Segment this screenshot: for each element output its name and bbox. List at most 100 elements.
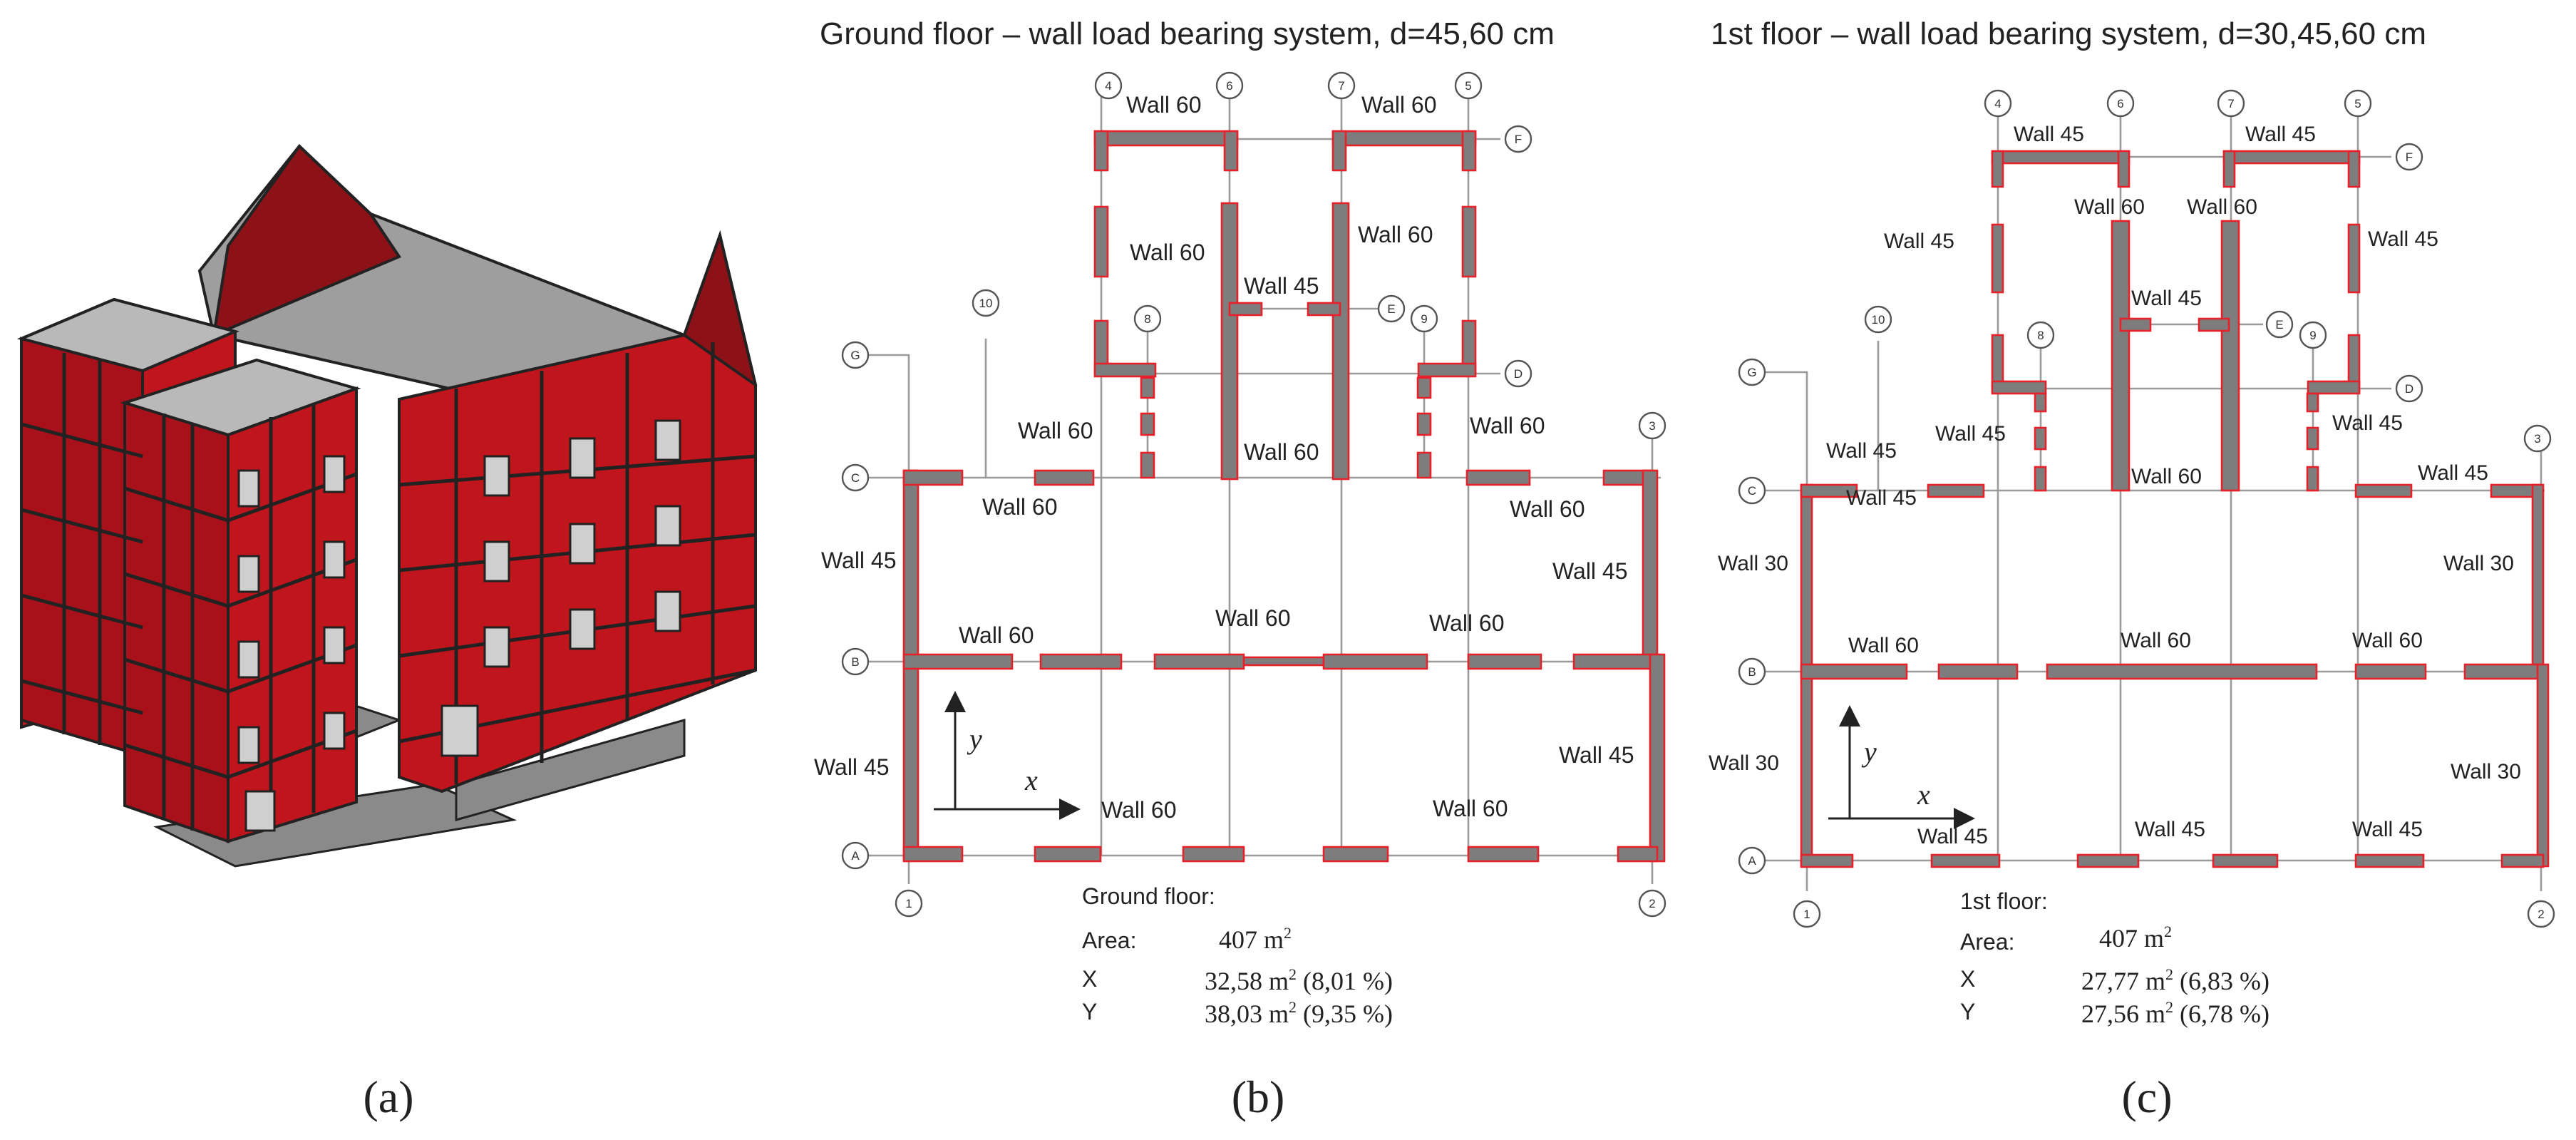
unit-superscript: 2 bbox=[1289, 998, 1297, 1016]
wall-label: Wall 60 bbox=[1470, 413, 1545, 438]
x-value: 27,77 m2 (6,83 %) bbox=[2081, 965, 2270, 995]
y-axis-label: y bbox=[1861, 736, 1877, 768]
info-heading: 1st floor: bbox=[1960, 888, 2048, 914]
wall-label: Wall 45 bbox=[1917, 825, 1988, 848]
wall-label: Wall 60 bbox=[1510, 496, 1585, 522]
wall-label: Wall 45 bbox=[2135, 818, 2205, 841]
unit-superscript: 2 bbox=[2165, 998, 2173, 1016]
grid-bubble-label: A bbox=[851, 849, 860, 863]
x-label: X bbox=[1082, 966, 1097, 992]
ground-grid bbox=[855, 93, 1661, 884]
y-axis-label: y bbox=[967, 723, 982, 755]
ground-wall-labels: Wall 60 Wall 60 Wall 60 Wall 60 Wall 45 … bbox=[814, 92, 1634, 823]
ground-floor-plan: Wall 60 Wall 60 Wall 60 Wall 60 Wall 45 … bbox=[814, 71, 1666, 1028]
wall-label: Wall 45 bbox=[2245, 123, 2316, 146]
grid-bubble-label: 1 bbox=[1803, 908, 1810, 921]
grid-bubble-label: 8 bbox=[1144, 312, 1150, 326]
panel-b-label: (b) bbox=[1232, 1072, 1285, 1122]
grid-bubble-label: 2 bbox=[1649, 897, 1655, 910]
wall-label: Wall 45 bbox=[814, 754, 890, 780]
grid-bubble-label: 6 bbox=[2117, 97, 2123, 111]
panel-b-title: Ground floor – wall load bearing system,… bbox=[820, 16, 1555, 51]
wall-label: Wall 60 bbox=[959, 622, 1034, 648]
grid-bubble-label: D bbox=[2405, 382, 2413, 396]
grid-bubble-label: A bbox=[1748, 854, 1756, 868]
wall-label: Wall 45 bbox=[1244, 273, 1319, 299]
first-wall-labels: Wall 45 Wall 45 Wall 45 Wall 60 Wall 60 … bbox=[1709, 123, 2521, 848]
building-3d-model bbox=[16, 143, 758, 868]
grid-bubble-label: 9 bbox=[1421, 312, 1427, 326]
grid-bubble-label: C bbox=[851, 471, 860, 485]
wall-label: Wall 60 bbox=[1126, 92, 1202, 118]
x-label: X bbox=[1960, 966, 1975, 992]
area-value: 407 m2 bbox=[1219, 924, 1292, 954]
first-walls bbox=[1800, 150, 2550, 868]
grid-bubble-label: 1 bbox=[905, 897, 912, 910]
area-label: Area: bbox=[1960, 929, 2014, 955]
wall-label: Wall 60 bbox=[1244, 439, 1319, 465]
grid-bubble-label: E bbox=[2275, 318, 2283, 332]
wall-label: Wall 30 bbox=[1709, 751, 1779, 775]
x-value-text: 27,77 m bbox=[2081, 967, 2165, 995]
wall-label: Wall 60 bbox=[982, 494, 1058, 520]
panel-a-label: (a) bbox=[363, 1072, 413, 1122]
wall-label: Wall 60 bbox=[1018, 418, 1093, 443]
grid-bubble-label: 3 bbox=[1649, 419, 1655, 433]
y-value-text: 38,03 m bbox=[1205, 1000, 1289, 1028]
wall-label: Wall 45 bbox=[821, 548, 897, 573]
grid-bubble-label: 4 bbox=[1994, 97, 2001, 111]
grid-bubble-label: 10 bbox=[1872, 313, 1885, 327]
wall-label: Wall 45 bbox=[2014, 123, 2084, 146]
wall-label: Wall 45 bbox=[2368, 227, 2438, 251]
ground-area-info: Ground floor: Area: 407 m2 X 32,58 m2 (8… bbox=[1082, 883, 1393, 1028]
grid-bubble-label: G bbox=[850, 349, 860, 362]
grid-bubble-label: D bbox=[1514, 367, 1523, 381]
wall-label: Wall 60 bbox=[1215, 605, 1291, 631]
ground-axes: y x bbox=[934, 691, 1081, 820]
first-area-info: 1st floor: Area: 407 m2 X 27,77 m2 (6,83… bbox=[1960, 888, 2270, 1028]
unit-superscript: 2 bbox=[2164, 923, 2172, 940]
grid-bubble-label: 4 bbox=[1105, 79, 1111, 93]
x-axis-label: x bbox=[1917, 779, 1930, 811]
grid-bubble-label: 6 bbox=[1226, 79, 1232, 93]
grid-bubble-label: 2 bbox=[2538, 908, 2544, 921]
panel-c-title: 1st floor – wall load bearing system, d=… bbox=[1711, 16, 2426, 51]
area-label: Area: bbox=[1082, 928, 1136, 953]
unit-superscript: 2 bbox=[1284, 924, 1292, 942]
wall-label: Wall 45 bbox=[2418, 461, 2488, 485]
wall-label: Wall 60 bbox=[2131, 465, 2202, 488]
wall-label: Wall 45 bbox=[1559, 742, 1634, 768]
area-value-text: 407 m bbox=[1219, 925, 1284, 954]
wall-label: Wall 60 bbox=[2187, 195, 2257, 219]
y-value: 38,03 m2 (9,35 %) bbox=[1205, 998, 1393, 1028]
wall-label: Wall 45 bbox=[1846, 486, 1917, 510]
wall-label: Wall 60 bbox=[2121, 629, 2191, 652]
area-value-text: 407 m bbox=[2099, 924, 2164, 952]
unit-superscript: 2 bbox=[2165, 965, 2173, 983]
wall-label: Wall 60 bbox=[1130, 240, 1205, 265]
first-floor-plan: Wall 45 Wall 45 Wall 45 Wall 60 Wall 60 … bbox=[1709, 89, 2555, 1028]
x-percent: (6,83 %) bbox=[2173, 967, 2270, 995]
y-label: Y bbox=[1082, 999, 1097, 1025]
grid-bubble-label: 10 bbox=[979, 297, 993, 310]
x-percent: (8,01 %) bbox=[1297, 967, 1393, 995]
grid-bubble-label: B bbox=[1748, 665, 1756, 679]
grid-bubble-label: G bbox=[1747, 366, 1756, 379]
wall-label: Wall 60 bbox=[1358, 222, 1433, 247]
first-axes: y x bbox=[1828, 705, 1975, 829]
wall-label: Wall 30 bbox=[2451, 760, 2521, 784]
wall-label: Wall 30 bbox=[2443, 552, 2514, 575]
first-grid-bubbles: A B C D E F G 1 2 3 4 5 6 7 8 9 10 bbox=[1738, 89, 2555, 928]
grid-bubble-label: B bbox=[851, 655, 859, 669]
wall-label: Wall 45 bbox=[2352, 818, 2423, 841]
wall-label: Wall 45 bbox=[1935, 422, 2006, 446]
wall-label: Wall 45 bbox=[2332, 411, 2403, 435]
wall-label: Wall 45 bbox=[1884, 230, 1954, 253]
grid-bubble-label: 3 bbox=[2534, 432, 2540, 446]
y-label: Y bbox=[1960, 999, 1975, 1025]
wall-label: Wall 60 bbox=[1101, 797, 1177, 823]
ground-grid-bubbles: A B C D E F G 1 2 3 4 5 6 7 8 9 10 bbox=[841, 71, 1666, 918]
y-value-text: 27,56 m bbox=[2081, 1000, 2165, 1028]
wall-label: Wall 60 bbox=[1433, 796, 1508, 821]
